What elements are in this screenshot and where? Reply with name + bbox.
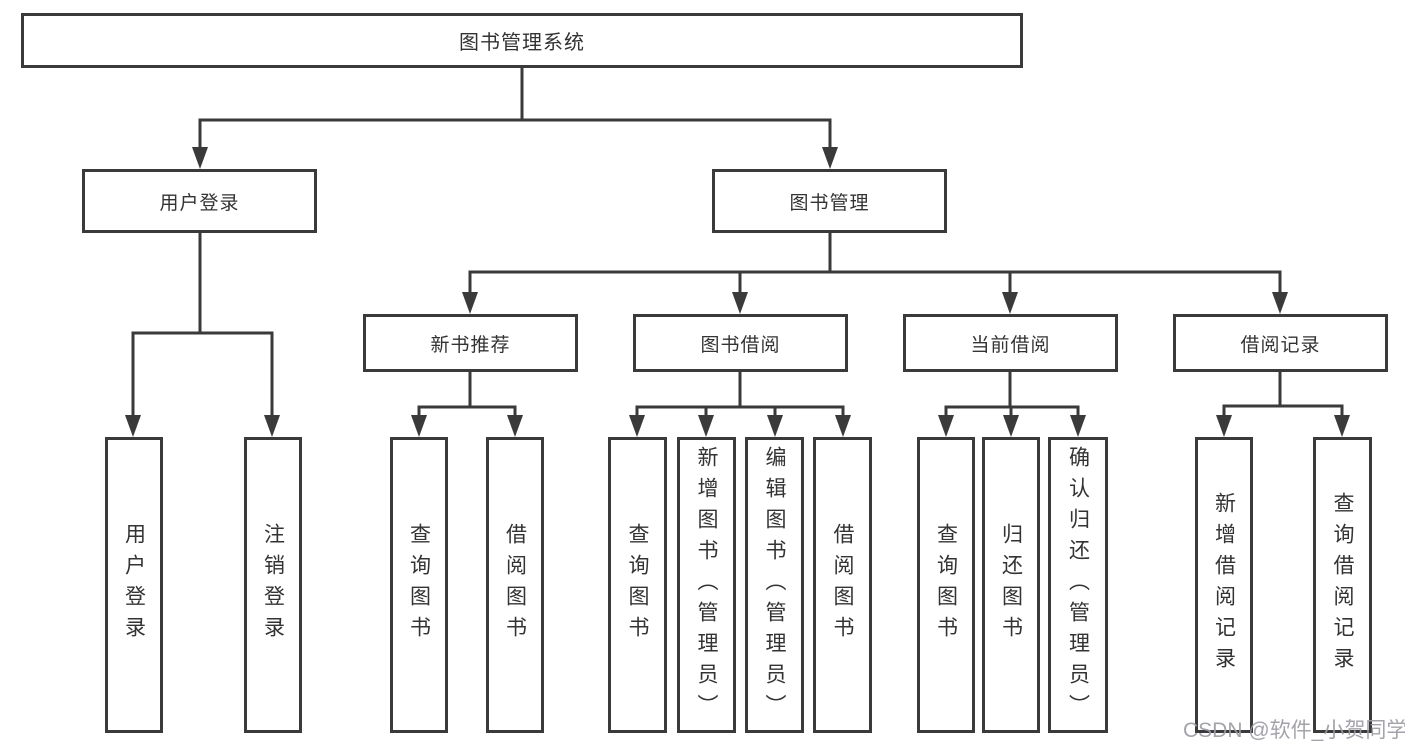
leaf-records-add: 新增借阅记录: [1195, 437, 1253, 733]
leaf-newbooks-query-label: 查询图书: [407, 523, 431, 647]
leaf-records-query-label: 查询借阅记录: [1331, 492, 1354, 678]
leaf-newbooks-borrow-label: 借阅图书: [503, 523, 527, 647]
node-current: 当前借阅: [903, 314, 1118, 372]
leaf-borrowing-edit-label: 编辑图书（管理员）: [763, 445, 786, 725]
leaf-borrowing-edit: 编辑图书（管理员）: [745, 437, 804, 733]
leaf-borrowing-borrow: 借阅图书: [813, 437, 872, 733]
leaf-user-login-label: 用户登录: [122, 523, 146, 647]
connector-new-books-to-leaves: [411, 372, 523, 437]
leaf-current-confirm-label: 确认归还（管理员）: [1066, 445, 1090, 725]
node-current-label: 当前借阅: [970, 334, 1051, 356]
node-user-login: 用户登录: [82, 169, 317, 233]
leaf-borrowing-query: 查询图书: [608, 437, 667, 733]
node-records: 借阅记录: [1173, 314, 1388, 372]
connector-current-to-leaves: [938, 372, 1086, 437]
leaf-newbooks-query: 查询图书: [390, 437, 448, 733]
leaf-current-return: 归还图书: [982, 437, 1040, 733]
leaf-newbooks-borrow: 借阅图书: [486, 437, 544, 733]
leaf-borrowing-query-label: 查询图书: [626, 523, 649, 647]
leaf-logout-label: 注销登录: [261, 523, 285, 647]
connector-records-to-leaves: [1216, 372, 1350, 437]
node-new-books: 新书推荐: [363, 314, 578, 372]
node-root: 图书管理系统: [21, 13, 1023, 68]
connector-borrowing-to-leaves: [629, 372, 851, 437]
leaf-records-add-label: 新增借阅记录: [1212, 492, 1236, 678]
node-borrowing: 图书借阅: [633, 314, 848, 372]
node-records-label: 借阅记录: [1240, 334, 1321, 356]
node-root-label: 图书管理系统: [459, 32, 585, 54]
connector-book-mgmt-to-level3: [462, 233, 1288, 314]
leaf-records-query: 查询借阅记录: [1313, 437, 1372, 733]
connector-user-login-to-leaves: [125, 233, 280, 437]
leaf-borrowing-borrow-label: 借阅图书: [831, 523, 854, 647]
leaf-borrowing-add: 新增图书（管理员）: [677, 437, 736, 733]
leaf-user-login: 用户登录: [105, 437, 163, 733]
node-new-books-label: 新书推荐: [430, 334, 511, 356]
leaf-current-confirm: 确认归还（管理员）: [1048, 437, 1108, 733]
leaf-borrowing-add-label: 新增图书（管理员）: [695, 445, 718, 725]
node-borrowing-label: 图书借阅: [700, 334, 781, 356]
leaf-current-query-label: 查询图书: [934, 523, 958, 647]
leaf-logout: 注销登录: [244, 437, 302, 733]
connector-root-to-level2: [192, 68, 838, 169]
watermark: CSDN @软件_小贺同学: [1183, 719, 1405, 742]
leaf-current-return-label: 归还图书: [999, 523, 1023, 647]
node-book-mgmt-label: 图书管理: [789, 192, 870, 214]
node-user-login-label: 用户登录: [159, 192, 240, 214]
leaf-current-query: 查询图书: [917, 437, 975, 733]
node-book-mgmt: 图书管理: [712, 169, 947, 233]
